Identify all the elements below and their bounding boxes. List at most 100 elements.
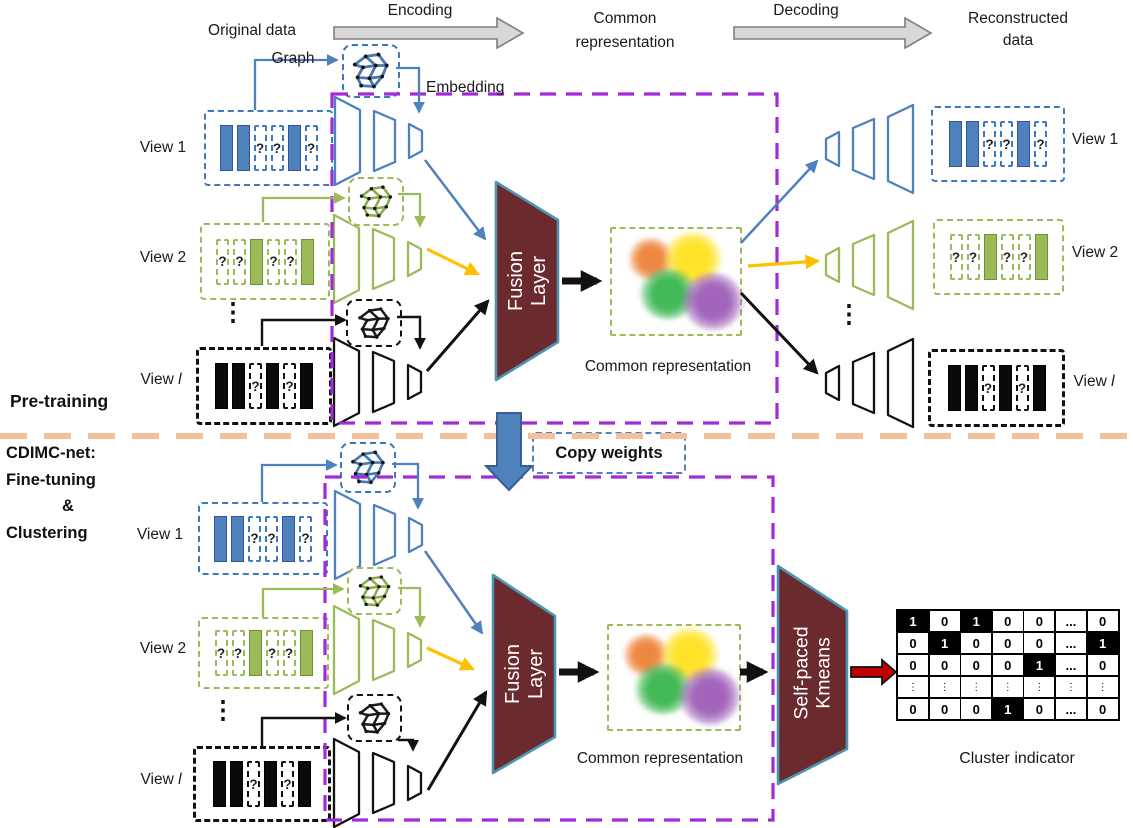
matrix-cell: 0: [1087, 611, 1118, 632]
graph-glyph: [350, 450, 385, 484]
data-bar: [949, 121, 962, 167]
viewl-input-box-bottom: ??: [193, 746, 331, 822]
common-representation-bottom-caption: Common representation: [576, 750, 744, 768]
encoder-trapezoids: [332, 737, 423, 828]
data-bar: [298, 761, 311, 807]
view2-top-label: View 2: [139, 249, 187, 267]
viewl-reconstructed-box: ??: [928, 349, 1065, 427]
matrix-cell: 0: [992, 654, 1023, 676]
data-bar: [301, 238, 314, 285]
matrix-cell: 1: [961, 611, 992, 632]
missing-data-bar: ?: [983, 121, 996, 167]
matrix-cell: 1: [898, 611, 928, 632]
matrix-cell: 0: [929, 654, 960, 676]
viewl-encoder-bottom: [332, 737, 428, 828]
missing-data-bar: ?: [248, 515, 261, 562]
data-bar: [250, 238, 263, 285]
data-bar: [287, 125, 301, 171]
cluster-blob-purple: [682, 273, 744, 330]
view1-reconstructed-label: View 1: [1071, 131, 1119, 149]
matrix-cell: 0: [961, 654, 992, 676]
missing-data-bar: ?: [233, 238, 246, 285]
graph-glyph: [357, 306, 390, 339]
encoder-trapezoids: [332, 604, 423, 696]
viewl-graph-icon-bottom: [347, 694, 402, 742]
viewl-reconstructed-label: View l: [1073, 373, 1115, 391]
view2-to-fusion-arrow: [426, 247, 480, 276]
common-to-view1-decoder-arrow: [740, 159, 819, 244]
missing-data-bar: ?: [267, 238, 280, 285]
graph-glyph: [358, 701, 390, 734]
matrix-cell: 1: [929, 632, 960, 654]
view2-input-box: ????: [200, 223, 330, 300]
view2-graph-icon: [348, 177, 404, 226]
pretraining-section-label: Pre-training: [10, 391, 109, 411]
data-bar: [213, 761, 226, 807]
data-bar: [966, 121, 979, 167]
common-representation-header-line2: representation: [575, 34, 675, 52]
data-bar: [266, 363, 279, 409]
view1-reconstructed-box: ???: [931, 106, 1065, 182]
viewl-decoder: [820, 337, 915, 429]
matrix-cell: 0: [1087, 698, 1118, 720]
view1-to-fusion-arrow-bottom: [423, 550, 484, 635]
reconstructed-data-label-line1: Reconstructed: [968, 10, 1068, 28]
data-bar: [232, 363, 245, 409]
views-ellipsis-bottom-left: ⋮: [210, 696, 236, 724]
matrix-cell: 0: [961, 632, 992, 654]
data-bar: [998, 365, 1012, 411]
viewl-top-label: View l: [140, 371, 182, 389]
viewl-encoder: [332, 336, 428, 428]
missing-data-bar: ?: [966, 234, 980, 280]
decoder-trapezoids: [824, 337, 915, 429]
view1-input-box: ???: [204, 110, 333, 186]
data-bar: [947, 365, 961, 411]
missing-data-bar: ?: [1000, 121, 1013, 167]
view1-top-label: View 1: [139, 139, 187, 157]
missing-data-bar: ?: [949, 234, 963, 280]
missing-data-bar: ?: [299, 515, 312, 562]
matrix-cell: 1: [1024, 654, 1055, 676]
data-bar: [1017, 121, 1030, 167]
common-to-viewl-decoder-arrow: [739, 291, 819, 375]
missing-data-bar: ?: [214, 630, 228, 676]
missing-data-bar: ?: [216, 238, 229, 285]
data-bar: [983, 234, 997, 280]
matrix-cell: 0: [961, 698, 992, 720]
common-representation-top-caption: Common representation: [584, 358, 752, 376]
copy-weights-arrow: [483, 412, 535, 492]
reconstructed-data-label-line2: data: [1002, 32, 1034, 50]
data-bar: [299, 630, 313, 676]
data-bar: [219, 125, 233, 171]
missing-data-bar: ?: [265, 515, 278, 562]
views-ellipsis-top-right: ⋮: [836, 300, 862, 328]
matrix-cell: 0: [992, 611, 1023, 632]
missing-data-bar: ?: [282, 630, 296, 676]
encoder-trapezoids: [332, 336, 423, 428]
viewl-graph-icon: [346, 299, 402, 347]
view1-input-box-bottom: ???: [198, 502, 328, 575]
matrix-cell: 0: [1024, 632, 1055, 654]
self-paced-kmeans-trapezoid: [776, 564, 849, 786]
data-bar: [282, 515, 295, 562]
matrix-cell: ...: [1055, 632, 1086, 654]
matrix-cell: 0: [929, 698, 960, 720]
missing-data-bar: ?: [981, 365, 995, 411]
view1-graph-icon: [342, 44, 400, 98]
view1-encoder: [333, 95, 429, 187]
data-bar: [964, 365, 978, 411]
common-representation-top: [610, 227, 744, 336]
matrix-cell: 0: [898, 632, 928, 654]
missing-data-bar: ?: [1000, 234, 1014, 280]
matrix-cell: 0: [992, 632, 1023, 654]
matrix-cell: 1: [992, 698, 1023, 720]
missing-data-bar: ?: [1017, 234, 1031, 280]
view2-graph-icon-bottom: [347, 567, 402, 615]
cdimc-line3: &: [62, 497, 74, 516]
matrix-cell: ⋮: [961, 676, 992, 698]
cluster-blob-purple: [679, 668, 741, 725]
embedding-annotation: Embedding: [426, 79, 505, 96]
encoding-label: Encoding: [387, 2, 453, 20]
